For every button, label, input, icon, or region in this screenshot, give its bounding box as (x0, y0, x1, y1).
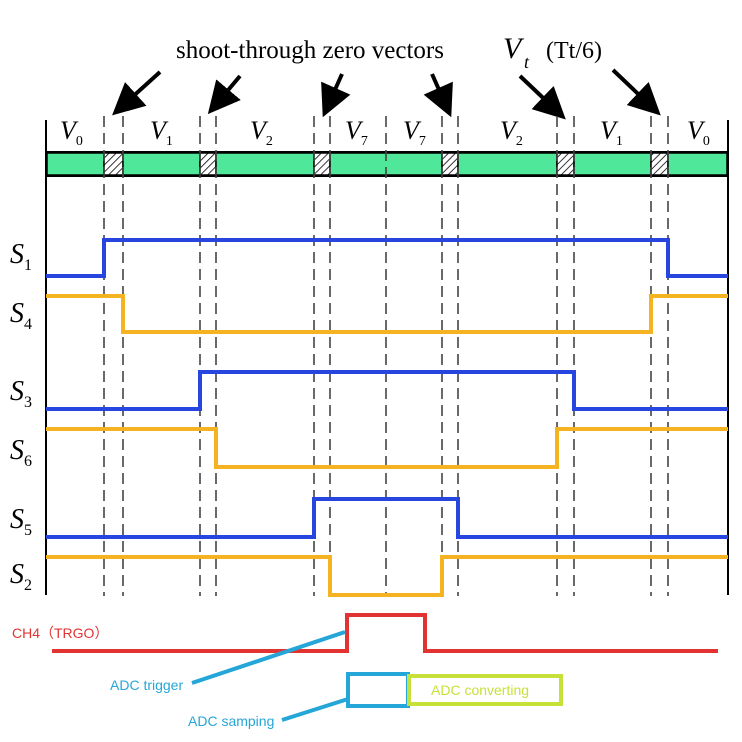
arrow (423, 73, 453, 118)
zero-vector-slot (313, 152, 331, 176)
segment-label: V2 (500, 116, 523, 149)
segment-label: V0 (60, 116, 83, 149)
adc-converting-label: ADC converting (431, 682, 529, 698)
adc-sampling-label: ADC samping (188, 713, 274, 729)
zero-vector-slot (556, 152, 575, 176)
zero-vector-slot (441, 152, 459, 176)
arrow (112, 70, 162, 116)
active-segment (122, 152, 201, 176)
adc-trigger-pointer (191, 630, 346, 685)
segment-label: V0 (687, 116, 710, 149)
arrow (207, 74, 242, 115)
vt-subscript: t (524, 52, 530, 72)
active-segment (457, 152, 558, 176)
adc-converting-box (407, 674, 563, 706)
signal-label-s6: S6 (10, 435, 32, 470)
segment-label: V1 (600, 116, 623, 149)
adc-trigger-label: ADC trigger (110, 677, 183, 693)
waveform-s1 (46, 238, 728, 278)
segment-label: V2 (250, 116, 273, 149)
waveforms (46, 238, 728, 597)
waveform-s6 (46, 427, 728, 469)
waveform-s3 (46, 370, 728, 411)
signal-label-s1: S1 (10, 239, 32, 274)
vt-symbol: V (503, 32, 525, 65)
segment-label: V7 (403, 116, 426, 149)
vector-bar (45, 151, 729, 177)
waveform-s2 (46, 555, 728, 597)
segment-label: V1 (150, 116, 173, 149)
waveform-s4 (46, 294, 728, 334)
signal-label-s4: S4 (10, 298, 32, 333)
signal-label-s2: S2 (10, 559, 32, 594)
dashed-guides (103, 116, 669, 596)
shoot-through-arrows (112, 68, 661, 120)
signal-labels: S1 S4 S3 S6 S5 S2 (10, 239, 32, 594)
waveform-s5 (46, 497, 728, 539)
active-segment (667, 152, 728, 176)
segment-label: V7 (345, 116, 368, 149)
signal-label-s5: S5 (10, 504, 32, 539)
zero-vector-slot (199, 152, 217, 176)
segment-labels: V0 V1 V2 V7 V7 V2 V1 V0 (60, 116, 710, 149)
ch4-trgo-waveform (52, 613, 718, 653)
header-title: shoot-through zero vectors (176, 37, 444, 64)
adc-sampling-pointer (281, 697, 349, 722)
active-segment (46, 152, 105, 176)
ch4-trgo-label: CH4（TRGO） (12, 625, 108, 641)
arrow (611, 68, 661, 116)
active-segment (573, 152, 652, 176)
boundary-lines (45, 120, 729, 595)
adc-sampling-box (346, 672, 410, 708)
arrow (518, 74, 566, 120)
active-segment (215, 152, 315, 176)
zero-vector-slot (103, 152, 124, 176)
arrow (321, 73, 351, 118)
signal-label-s3: S3 (10, 376, 32, 411)
vt-time: (Tt/6) (546, 38, 602, 64)
zero-vector-slot (650, 152, 669, 176)
